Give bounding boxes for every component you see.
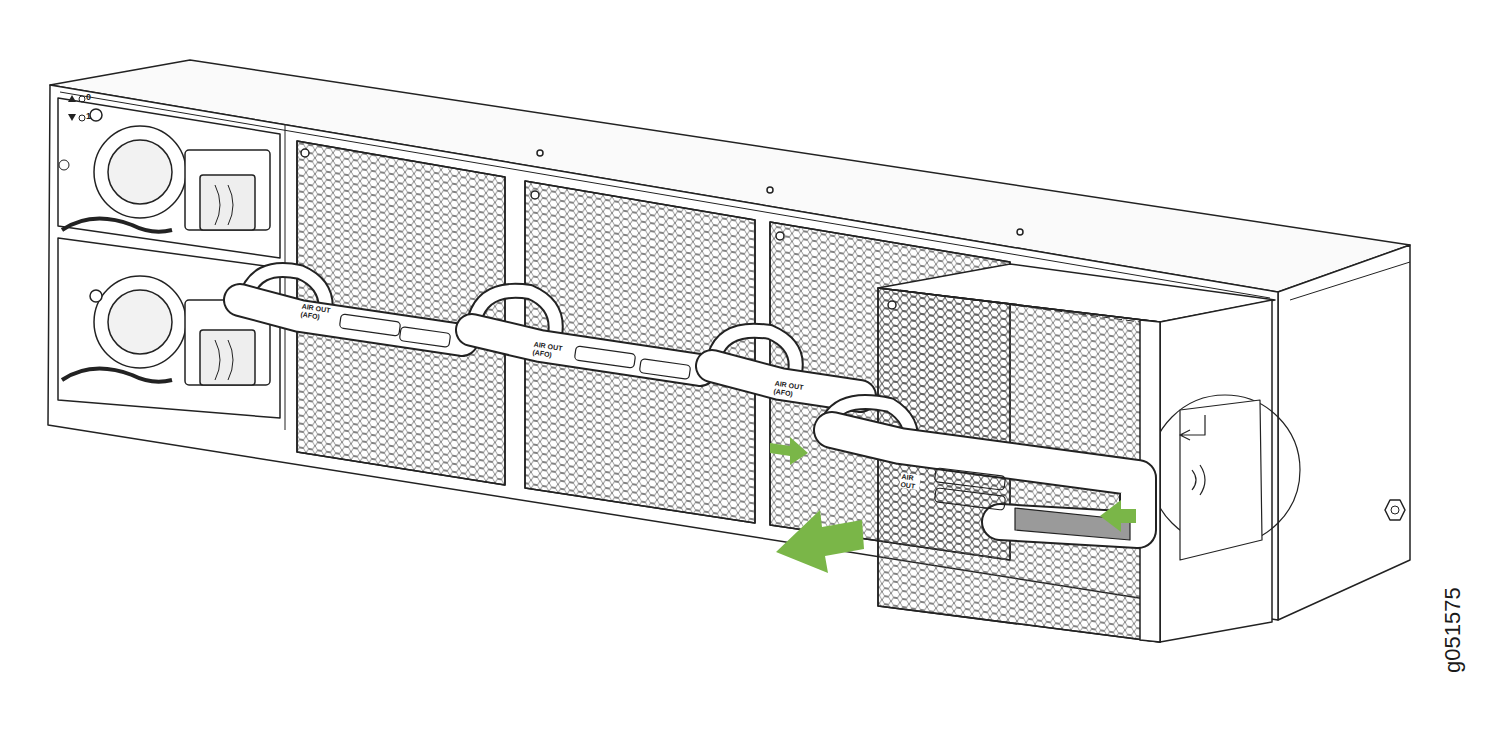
airflow-label: AIR OUT (AFO) (531, 340, 567, 361)
figure-id: g051575 (1441, 587, 1465, 673)
airflow-label: AIR OUT (899, 473, 921, 491)
supply-number: 1 (86, 112, 91, 122)
airflow-label: AIR OUT (AFO) (772, 379, 808, 400)
motion-arrow (770, 437, 1136, 573)
supply-number: 0 (86, 93, 91, 103)
airflow-label: AIR OUT (AFO) (299, 302, 335, 323)
